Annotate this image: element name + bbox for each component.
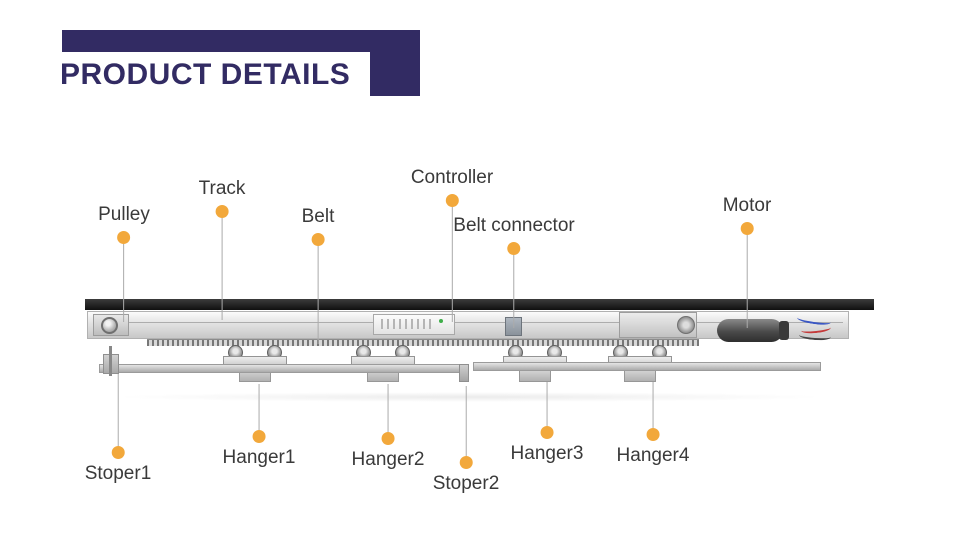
- callout-dot: [215, 204, 229, 218]
- track-cover: [85, 299, 874, 310]
- controller-led: [439, 319, 443, 323]
- callout-pulley: Pulley: [98, 204, 150, 322]
- track-groove: [93, 322, 843, 323]
- callout-track: Track: [198, 178, 246, 320]
- callout-line: [652, 382, 654, 428]
- callout-line: [546, 382, 548, 426]
- callout-belt-connector: Belt connector: [453, 215, 575, 328]
- callout-label-belt-connector: Belt connector: [453, 215, 575, 236]
- callout-line: [387, 384, 389, 432]
- gear-wheel: [677, 316, 695, 334]
- callout-belt: Belt: [301, 206, 335, 344]
- callout-hanger3: Hanger3: [510, 382, 584, 465]
- callout-dot: [740, 221, 754, 235]
- callout-label-hanger1: Hanger1: [222, 447, 296, 468]
- callout-label-belt: Belt: [301, 206, 335, 227]
- callout-line: [317, 245, 319, 344]
- pulley-wheel: [101, 317, 118, 334]
- callout-dot: [459, 456, 473, 469]
- callout-hanger2: Hanger2: [351, 384, 425, 471]
- callout-hanger4: Hanger4: [616, 382, 690, 467]
- callout-line: [117, 374, 119, 446]
- door-bar-left: [99, 364, 465, 373]
- callout-label-stoper2: Stoper2: [432, 473, 500, 494]
- belt-part: [147, 339, 699, 346]
- controller-vents: [381, 319, 431, 329]
- callout-line: [258, 384, 260, 430]
- header-title-box: PRODUCT DETAILS: [46, 52, 370, 98]
- callout-line: [123, 243, 125, 322]
- callout-hanger1: Hanger1: [222, 384, 296, 469]
- door-bar-right: [473, 362, 821, 371]
- stoper1-pin: [109, 346, 112, 376]
- callout-line: [465, 386, 467, 456]
- callout-dot: [381, 432, 395, 445]
- callout-label-hanger2: Hanger2: [351, 449, 425, 470]
- callout-dot: [507, 241, 521, 255]
- callout-line: [746, 234, 748, 328]
- callout-label-motor: Motor: [722, 195, 772, 216]
- callout-label-hanger4: Hanger4: [616, 445, 690, 466]
- callout-stoper2: Stoper2: [432, 386, 500, 495]
- callout-dot: [311, 232, 325, 246]
- callout-label-hanger3: Hanger3: [510, 443, 584, 464]
- motor-cap: [779, 321, 789, 340]
- callout-line: [451, 206, 453, 322]
- product-diagram: [85, 298, 875, 396]
- callout-dot: [445, 193, 459, 207]
- callout-dot: [540, 426, 554, 439]
- callout-label-pulley: Pulley: [98, 204, 150, 225]
- callout-controller: Controller: [411, 167, 493, 322]
- stoper2-part: [459, 364, 469, 382]
- callout-label-controller: Controller: [410, 167, 494, 188]
- callout-line: [513, 254, 515, 328]
- callout-label-stoper1: Stoper1: [84, 463, 152, 484]
- callout-line: [221, 217, 223, 320]
- callout-dot: [111, 446, 125, 459]
- callout-dot: [252, 430, 266, 443]
- callout-motor: Motor: [722, 195, 772, 328]
- callout-stoper1: Stoper1: [84, 374, 152, 485]
- page-title: PRODUCT DETAILS: [60, 58, 351, 91]
- callout-label-track: Track: [198, 178, 246, 199]
- callout-dot: [646, 428, 660, 441]
- device-shadow: [110, 392, 830, 402]
- motor-body: [717, 319, 783, 342]
- callout-dot: [117, 230, 131, 244]
